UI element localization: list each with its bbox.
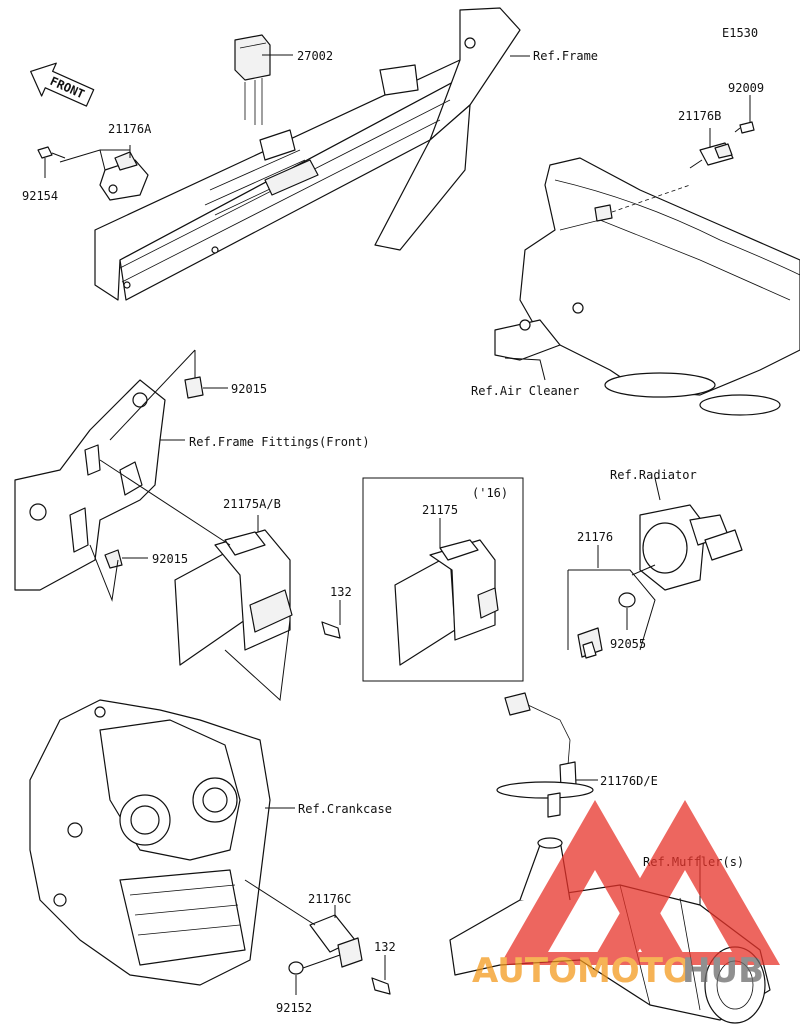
air-cleaner-drawing	[494, 157, 800, 416]
part-92152-washer	[288, 954, 341, 995]
part-label-21176: 21176	[577, 530, 613, 544]
part-label-21176A: 21176A	[108, 122, 152, 136]
part-label-132-top: 132	[330, 585, 352, 599]
part-21176C-sensor	[244, 879, 363, 968]
part-label-21175: 21175	[422, 503, 458, 517]
radiator-drawing	[631, 477, 743, 591]
part-label-21176DE: 21176D/E	[600, 774, 658, 788]
part-92055-o-ring	[618, 592, 636, 630]
ref-frame-label: Ref.Frame	[533, 49, 598, 63]
part-21175-ecu	[394, 518, 499, 666]
part-92154-bolt	[37, 146, 66, 178]
part-label-92154: 92154	[22, 189, 58, 203]
part-label-21176C: 21176C	[308, 892, 351, 906]
part-92015-clip-bottom	[89, 544, 148, 602]
part-label-92055: 92055	[610, 637, 646, 651]
ref-crankcase-label: Ref.Crankcase	[298, 802, 392, 816]
automotohub-watermark-logo: AUTOMOTO HUB	[472, 800, 780, 991]
part-label-92015-bottom: 92015	[152, 552, 188, 566]
part-label-21175AB: 21175A/B	[223, 497, 281, 511]
part-21176A-sensor	[59, 145, 149, 201]
part-label-92152: 92152	[276, 1001, 312, 1015]
part-21176B-sensor	[689, 128, 734, 169]
part-92009-screw	[734, 95, 755, 134]
watermark-text-automoto: AUTOMOTO	[472, 951, 692, 991]
ref-radiator-label: Ref.Radiator	[610, 468, 697, 482]
part-label-132-bottom: 132	[374, 940, 396, 954]
front-arrow-icon: FRONT	[30, 62, 95, 107]
part-label-92015-top: 92015	[231, 382, 267, 396]
variant-label: ('16)	[472, 486, 508, 500]
watermark-text-hub: HUB	[682, 951, 764, 991]
diagram-code: E1530	[722, 26, 758, 40]
part-132-bolt-top	[321, 600, 341, 639]
part-21175AB-ecu	[99, 459, 293, 702]
part-label-92009: 92009	[728, 81, 764, 95]
part-27002-connector	[234, 34, 293, 125]
part-21176DE-o2-sensor	[496, 692, 598, 818]
part-92015-clip-top	[184, 376, 228, 399]
variant-box-16	[362, 477, 524, 682]
ref-air-cleaner-label: Ref.Air Cleaner	[471, 384, 579, 398]
part-label-21176B: 21176B	[678, 109, 721, 123]
ref-frame-fittings-label: Ref.Frame Fittings(Front)	[189, 435, 370, 449]
part-21176-temp-sensor	[567, 545, 656, 659]
crankcase-drawing	[29, 699, 295, 986]
part-132-bolt-bottom	[371, 955, 391, 995]
part-label-27002: 27002	[297, 49, 333, 63]
frame-fittings-drawing	[14, 349, 196, 591]
frame-drawing	[94, 7, 521, 301]
